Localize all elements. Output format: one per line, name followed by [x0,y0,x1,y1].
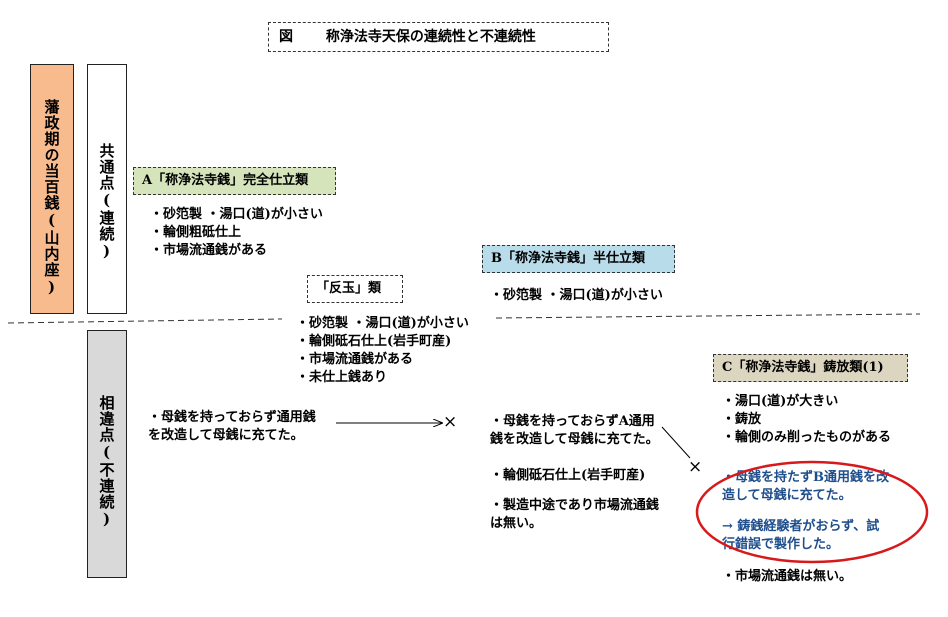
category-c-label: C「称浄法寺銭」鋳放類(1) [713,354,908,382]
list-item: ・市場流通銭がある [296,352,414,367]
difference-points-label: 相違点(不連続) [97,395,116,529]
arrow-b-to-cross [661,426,691,459]
difference-b-text-3: ・製造中途であり市場流通銭 は無い。 [490,498,659,531]
list-item: ・砂笵製 ・湯口(道)が小さい [490,288,663,303]
common-points-box: 共通点(連続) [87,64,127,314]
list-item: ・砂笵製 ・湯口(道)が小さい [150,207,323,222]
list-item: ・未仕上銭あり [296,370,388,385]
difference-c-text-3: ・市場流通銭は無い。 [722,569,853,584]
category-a-items: ・砂笵製 ・湯口(道)が小さい ・輪側粗砥仕上 ・市場流通銭がある [150,206,323,260]
feudal-coin-label: 藩政期の当百銭(山内座) [42,99,61,297]
hangyoku-items: ・砂笵製 ・湯口(道)が小さい ・輪側砥石仕上(岩手町産) ・市場流通銭がある … [296,315,469,387]
list-item: ・湯口(道)が大きい [722,394,839,409]
common-points-label: 共通点(連続) [97,143,116,261]
hangyoku-label: 「反玉」類 [307,275,403,303]
category-b-label: B「称浄法寺銭」半仕立類 [482,245,675,273]
list-item: ・市場流通銭がある [150,243,268,258]
feudal-coin-box: 藩政期の当百銭(山内座) [30,64,74,314]
highlight-ellipse [695,460,929,564]
difference-c-text-1: ・母銭を持たずB通用銭を改 造して母銭に充てた。 [722,470,889,503]
difference-b-text-2: ・輪側砥石仕上(岩手町産) [490,468,646,483]
difference-b-text-1: ・母銭を持っておらずA通用 銭を改造して母銭に充てた。 [490,414,659,447]
diagram-title: 図 称浄法寺天保の連続性と不連続性 [268,22,609,52]
list-item: ・輪側粗砥仕上 [150,225,242,240]
difference-a-text: ・母銭を持っておらず通用銭 を改造して母銭に充てた。 [148,410,316,443]
cross-mark-2: × [688,457,703,477]
divider-line-left [7,318,283,324]
list-item: ・輪側のみ削ったものがある [722,430,892,445]
category-a-label: A「称浄法寺銭」完全仕立類 [133,167,336,195]
cross-mark-1: × [443,412,458,432]
category-b-items: ・砂笵製 ・湯口(道)が小さい [490,287,663,305]
category-c-items: ・湯口(道)が大きい ・鋳放 ・輪側のみ削ったものがある [722,393,891,447]
list-item: ・砂笵製 ・湯口(道)が小さい [296,316,469,331]
difference-points-box: 相違点(不連続) [87,330,127,578]
list-item: ・輪側砥石仕上(岩手町産) [296,334,452,349]
difference-c-text-2: → 鋳銭経験者がおらず、試 行錯誤で製作した。 [722,519,880,552]
list-item: ・鋳放 [722,412,762,427]
divider-line-right [495,313,921,319]
